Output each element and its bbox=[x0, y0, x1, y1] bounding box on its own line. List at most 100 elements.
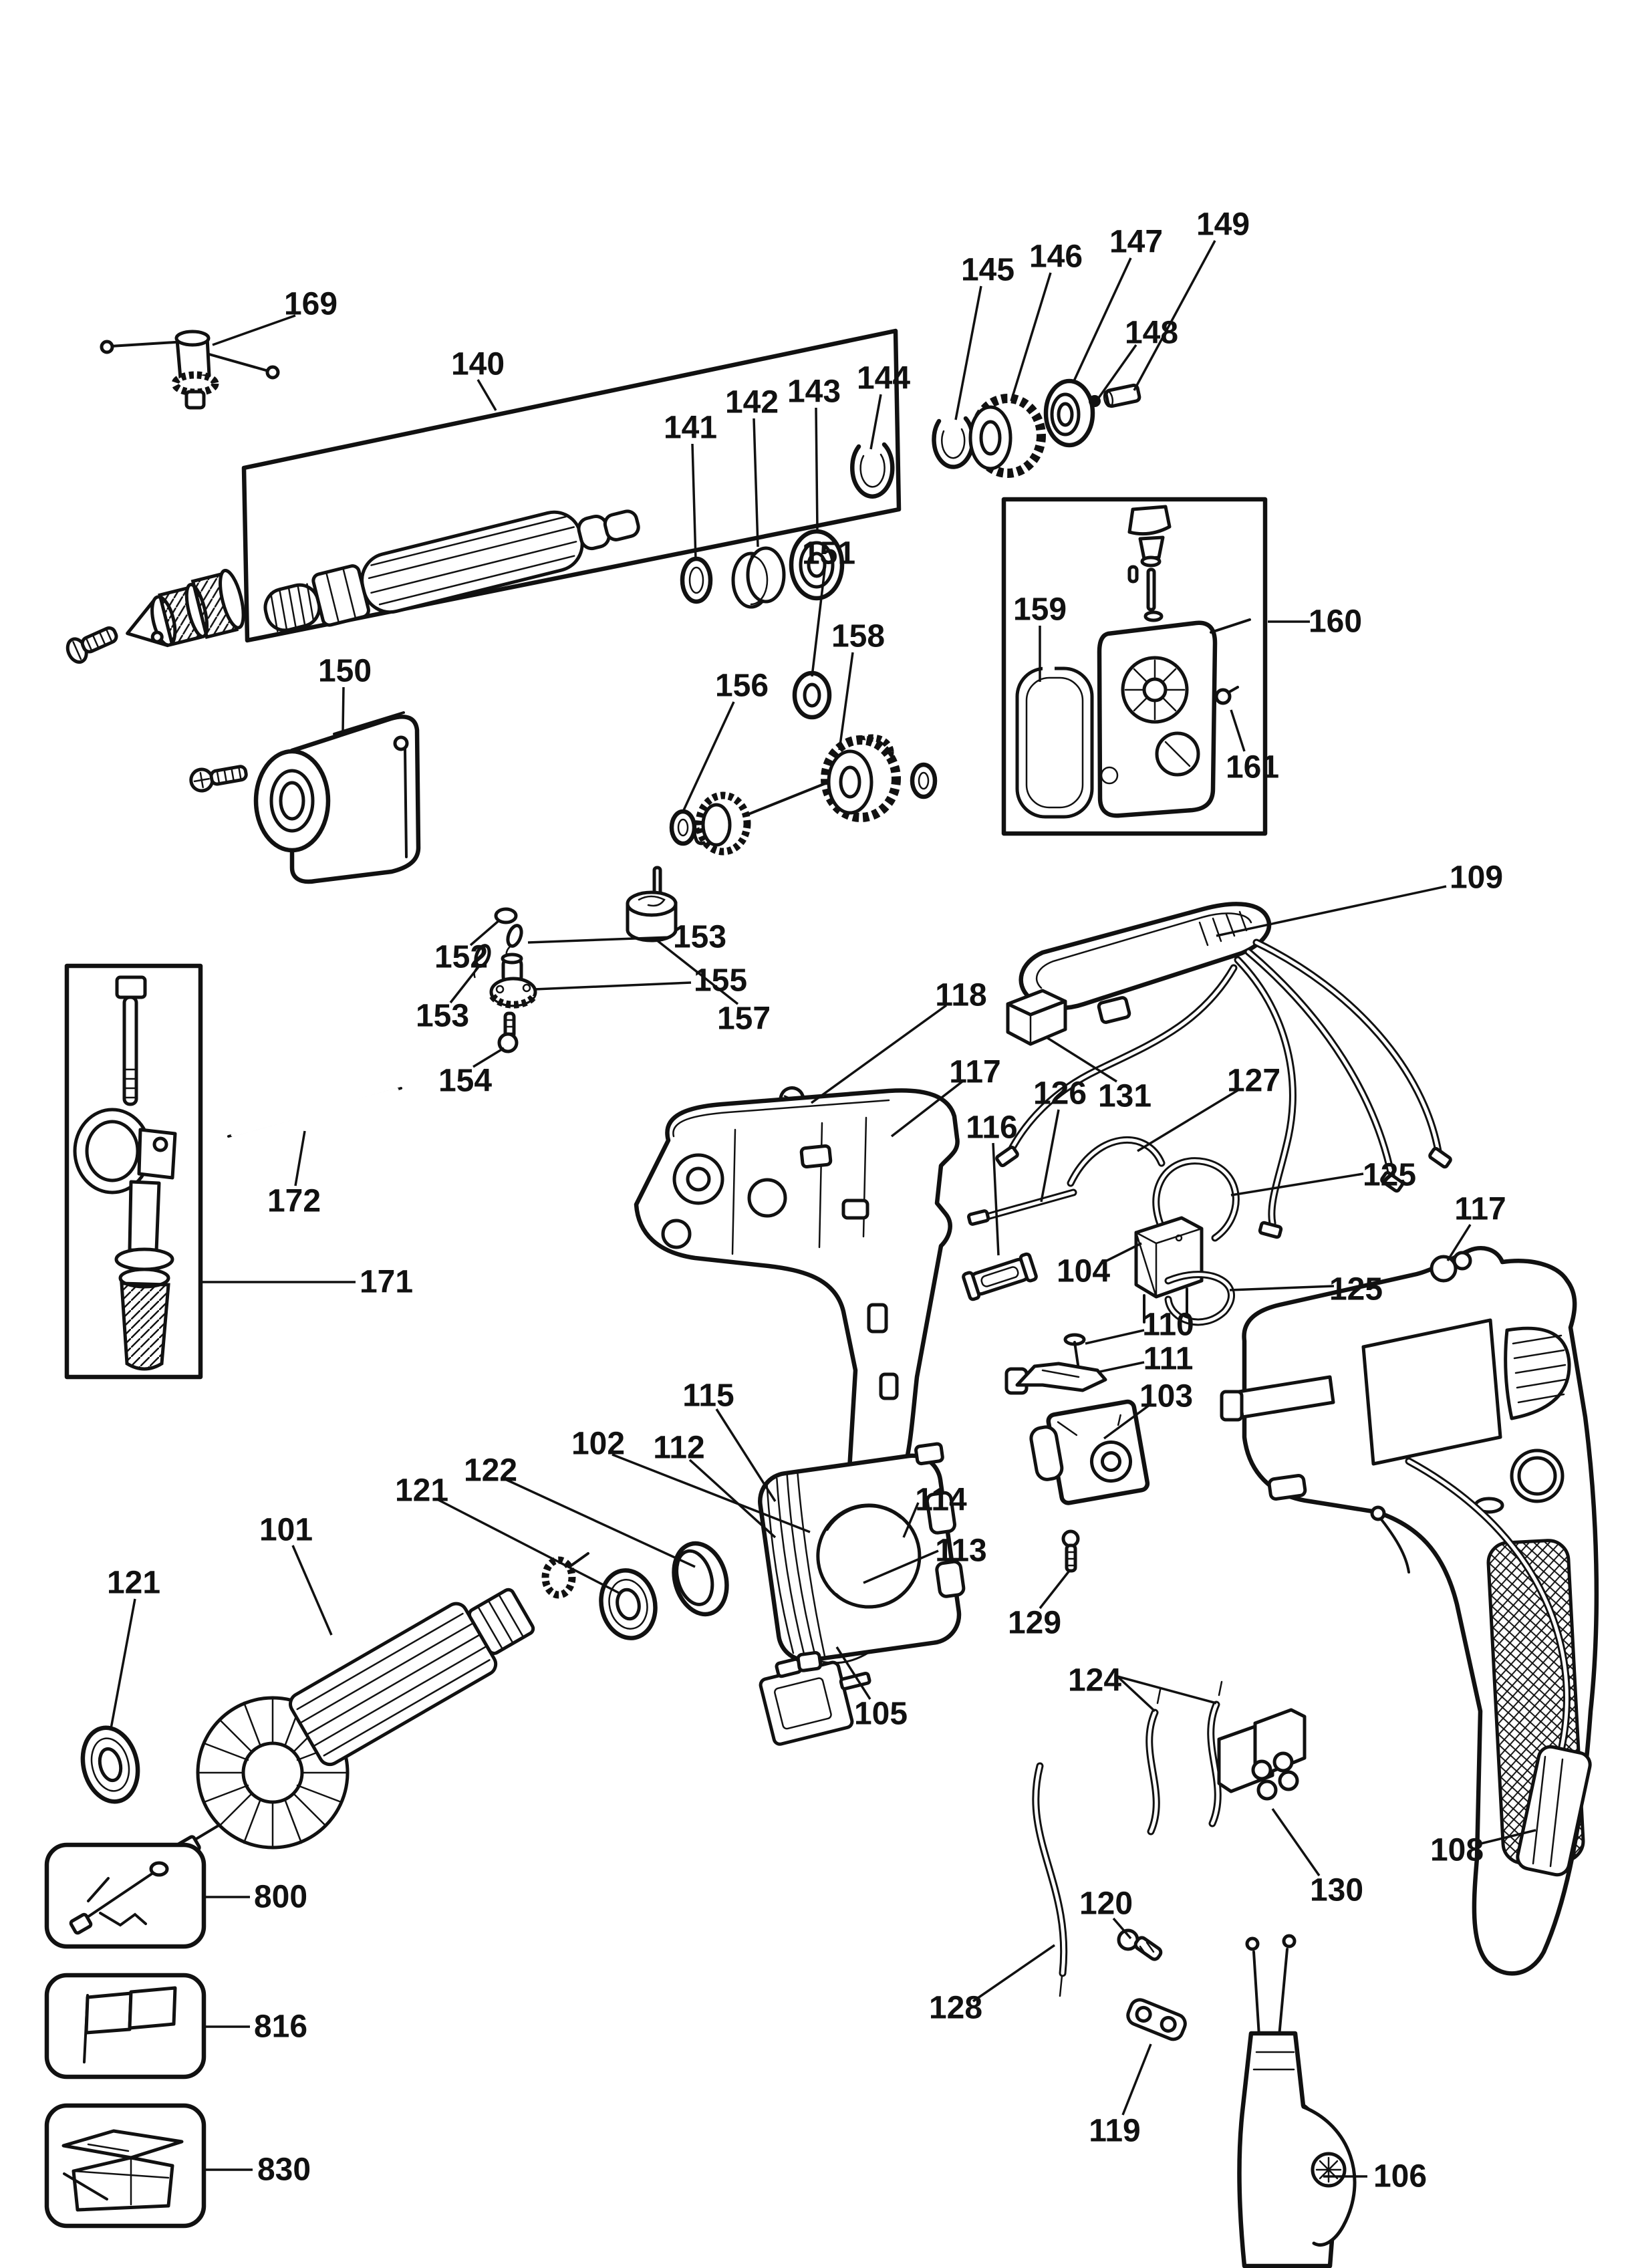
callout-102: 102 bbox=[571, 1426, 811, 1533]
callout-121: 121 bbox=[107, 1565, 160, 1729]
callout-104: 104 bbox=[1057, 1242, 1142, 1289]
field-lead-wires-124-icon bbox=[1145, 1680, 1223, 1836]
callout-171: 171 bbox=[202, 1265, 413, 1300]
snap-ring-145-icon bbox=[932, 416, 975, 469]
part-number-label: 160 bbox=[1309, 604, 1362, 640]
part-number-label: 144 bbox=[857, 361, 910, 396]
part-number-label: 143 bbox=[787, 374, 841, 410]
cover-109-icon bbox=[1019, 902, 1272, 1024]
part-number-label: 125 bbox=[1363, 1158, 1416, 1193]
cord-clamp-119-icon bbox=[1126, 1998, 1187, 2041]
callout-113: 113 bbox=[863, 1533, 987, 1584]
screw-167-icon bbox=[189, 765, 248, 793]
lever-111-icon bbox=[1004, 1362, 1107, 1395]
leader-line bbox=[469, 918, 501, 947]
bearing-121-front-icon bbox=[599, 1568, 658, 1640]
callout-114: 114 bbox=[902, 1483, 967, 1538]
callout-140: 140 bbox=[451, 347, 505, 411]
chuck-168-icon bbox=[126, 568, 245, 648]
part-number-label: 130 bbox=[1310, 1873, 1363, 1908]
washer-156-left-icon bbox=[669, 809, 697, 846]
callout-159: 159 bbox=[1013, 592, 1067, 682]
part-number-label: 101 bbox=[259, 1513, 313, 1548]
callout-156: 156 bbox=[682, 668, 769, 811]
callout-128: 128 bbox=[929, 1944, 1055, 2026]
oring-141-icon bbox=[680, 556, 713, 604]
trigger-switch-103-icon bbox=[1029, 1399, 1150, 1505]
callout-161: 161 bbox=[1226, 709, 1279, 785]
side-handle-171-box bbox=[64, 963, 203, 1380]
part-number-label: 108 bbox=[1430, 1833, 1484, 1868]
part-number-label: 122 bbox=[464, 1453, 517, 1489]
washer-156-right-icon bbox=[910, 762, 938, 799]
part-number-label: 126 bbox=[1033, 1076, 1087, 1112]
callout-121: 121 bbox=[395, 1473, 621, 1595]
part-number-label: 110 bbox=[1142, 1307, 1194, 1343]
callout-144: 144 bbox=[857, 361, 910, 450]
part-number-label: 149 bbox=[1196, 207, 1250, 243]
leader-line bbox=[1446, 1224, 1472, 1261]
part-number-label: 153 bbox=[416, 999, 469, 1034]
screw-170-icon bbox=[65, 626, 118, 664]
leader-line bbox=[1046, 1036, 1117, 1083]
cord-sleeve-108-icon bbox=[1370, 1457, 1592, 1877]
callout-147: 147 bbox=[1072, 225, 1163, 383]
part-number-label: 151 bbox=[802, 536, 855, 572]
gearcase-150-icon bbox=[253, 711, 421, 884]
part-number-label: 150 bbox=[318, 654, 372, 689]
wire-loop-125-upper-icon bbox=[1152, 1157, 1240, 1253]
wire-loop-125-lower-icon bbox=[1164, 1271, 1235, 1326]
callout-160: 160 bbox=[1268, 604, 1362, 640]
washers-142-icon bbox=[731, 546, 786, 609]
chuck-key-kit-800-box bbox=[44, 1842, 207, 1949]
part-number-label: 131 bbox=[1098, 1079, 1151, 1114]
callout-127: 127 bbox=[1137, 1063, 1280, 1152]
leader-line bbox=[869, 394, 882, 450]
leader-line bbox=[863, 1549, 939, 1584]
callout-122: 122 bbox=[464, 1453, 696, 1568]
part-number-label: 115 bbox=[682, 1378, 734, 1414]
leader-line bbox=[612, 1453, 811, 1533]
leader-line bbox=[527, 936, 672, 944]
part-number-label: 141 bbox=[664, 410, 717, 446]
leader-line bbox=[1099, 1361, 1145, 1373]
capacitor-131-icon bbox=[1006, 989, 1067, 1046]
leader-line bbox=[1137, 1088, 1240, 1152]
callout-103: 103 bbox=[1103, 1379, 1193, 1440]
clutch-washer-147-icon bbox=[1043, 378, 1095, 448]
leader-line bbox=[1096, 344, 1137, 401]
callout-153: 153 bbox=[416, 964, 481, 1034]
leader-line bbox=[835, 1646, 871, 1700]
leader-line bbox=[1039, 1569, 1071, 1610]
callout-120: 120 bbox=[1079, 1886, 1133, 1940]
leader-line bbox=[1072, 257, 1132, 383]
part-number-label: 154 bbox=[438, 1063, 492, 1099]
leader-line bbox=[838, 652, 854, 751]
leader-line bbox=[1040, 1109, 1060, 1203]
pin-149-icon bbox=[1103, 383, 1141, 408]
callout-169: 169 bbox=[212, 287, 337, 346]
oring-152-icon bbox=[494, 907, 518, 924]
leader-line bbox=[890, 1080, 964, 1138]
pin-rod-icon bbox=[1210, 618, 1251, 634]
part-number-label: 128 bbox=[929, 1991, 982, 2026]
part-number-label: 155 bbox=[694, 963, 747, 999]
part-number-label: 158 bbox=[831, 619, 885, 654]
part-number-label: 120 bbox=[1079, 1886, 1133, 1922]
cord-boot-106-icon bbox=[1237, 1934, 1357, 2268]
leader-line bbox=[1216, 885, 1447, 937]
part-number-label: 800 bbox=[254, 1880, 307, 1915]
part-number-label: 111 bbox=[1143, 1342, 1194, 1377]
leader-line bbox=[472, 1047, 505, 1068]
callout-109: 109 bbox=[1216, 860, 1503, 937]
callout-150: 150 bbox=[318, 654, 372, 732]
callout-157: 157 bbox=[655, 938, 771, 1037]
depth-rod-172-icon bbox=[227, 1087, 402, 1138]
part-number-label: 117 bbox=[1454, 1192, 1506, 1227]
callout-115: 115 bbox=[682, 1378, 777, 1502]
callout-106: 106 bbox=[1323, 2159, 1427, 2194]
part-number-label: 152 bbox=[434, 940, 488, 975]
callout-816: 816 bbox=[205, 2009, 307, 2045]
